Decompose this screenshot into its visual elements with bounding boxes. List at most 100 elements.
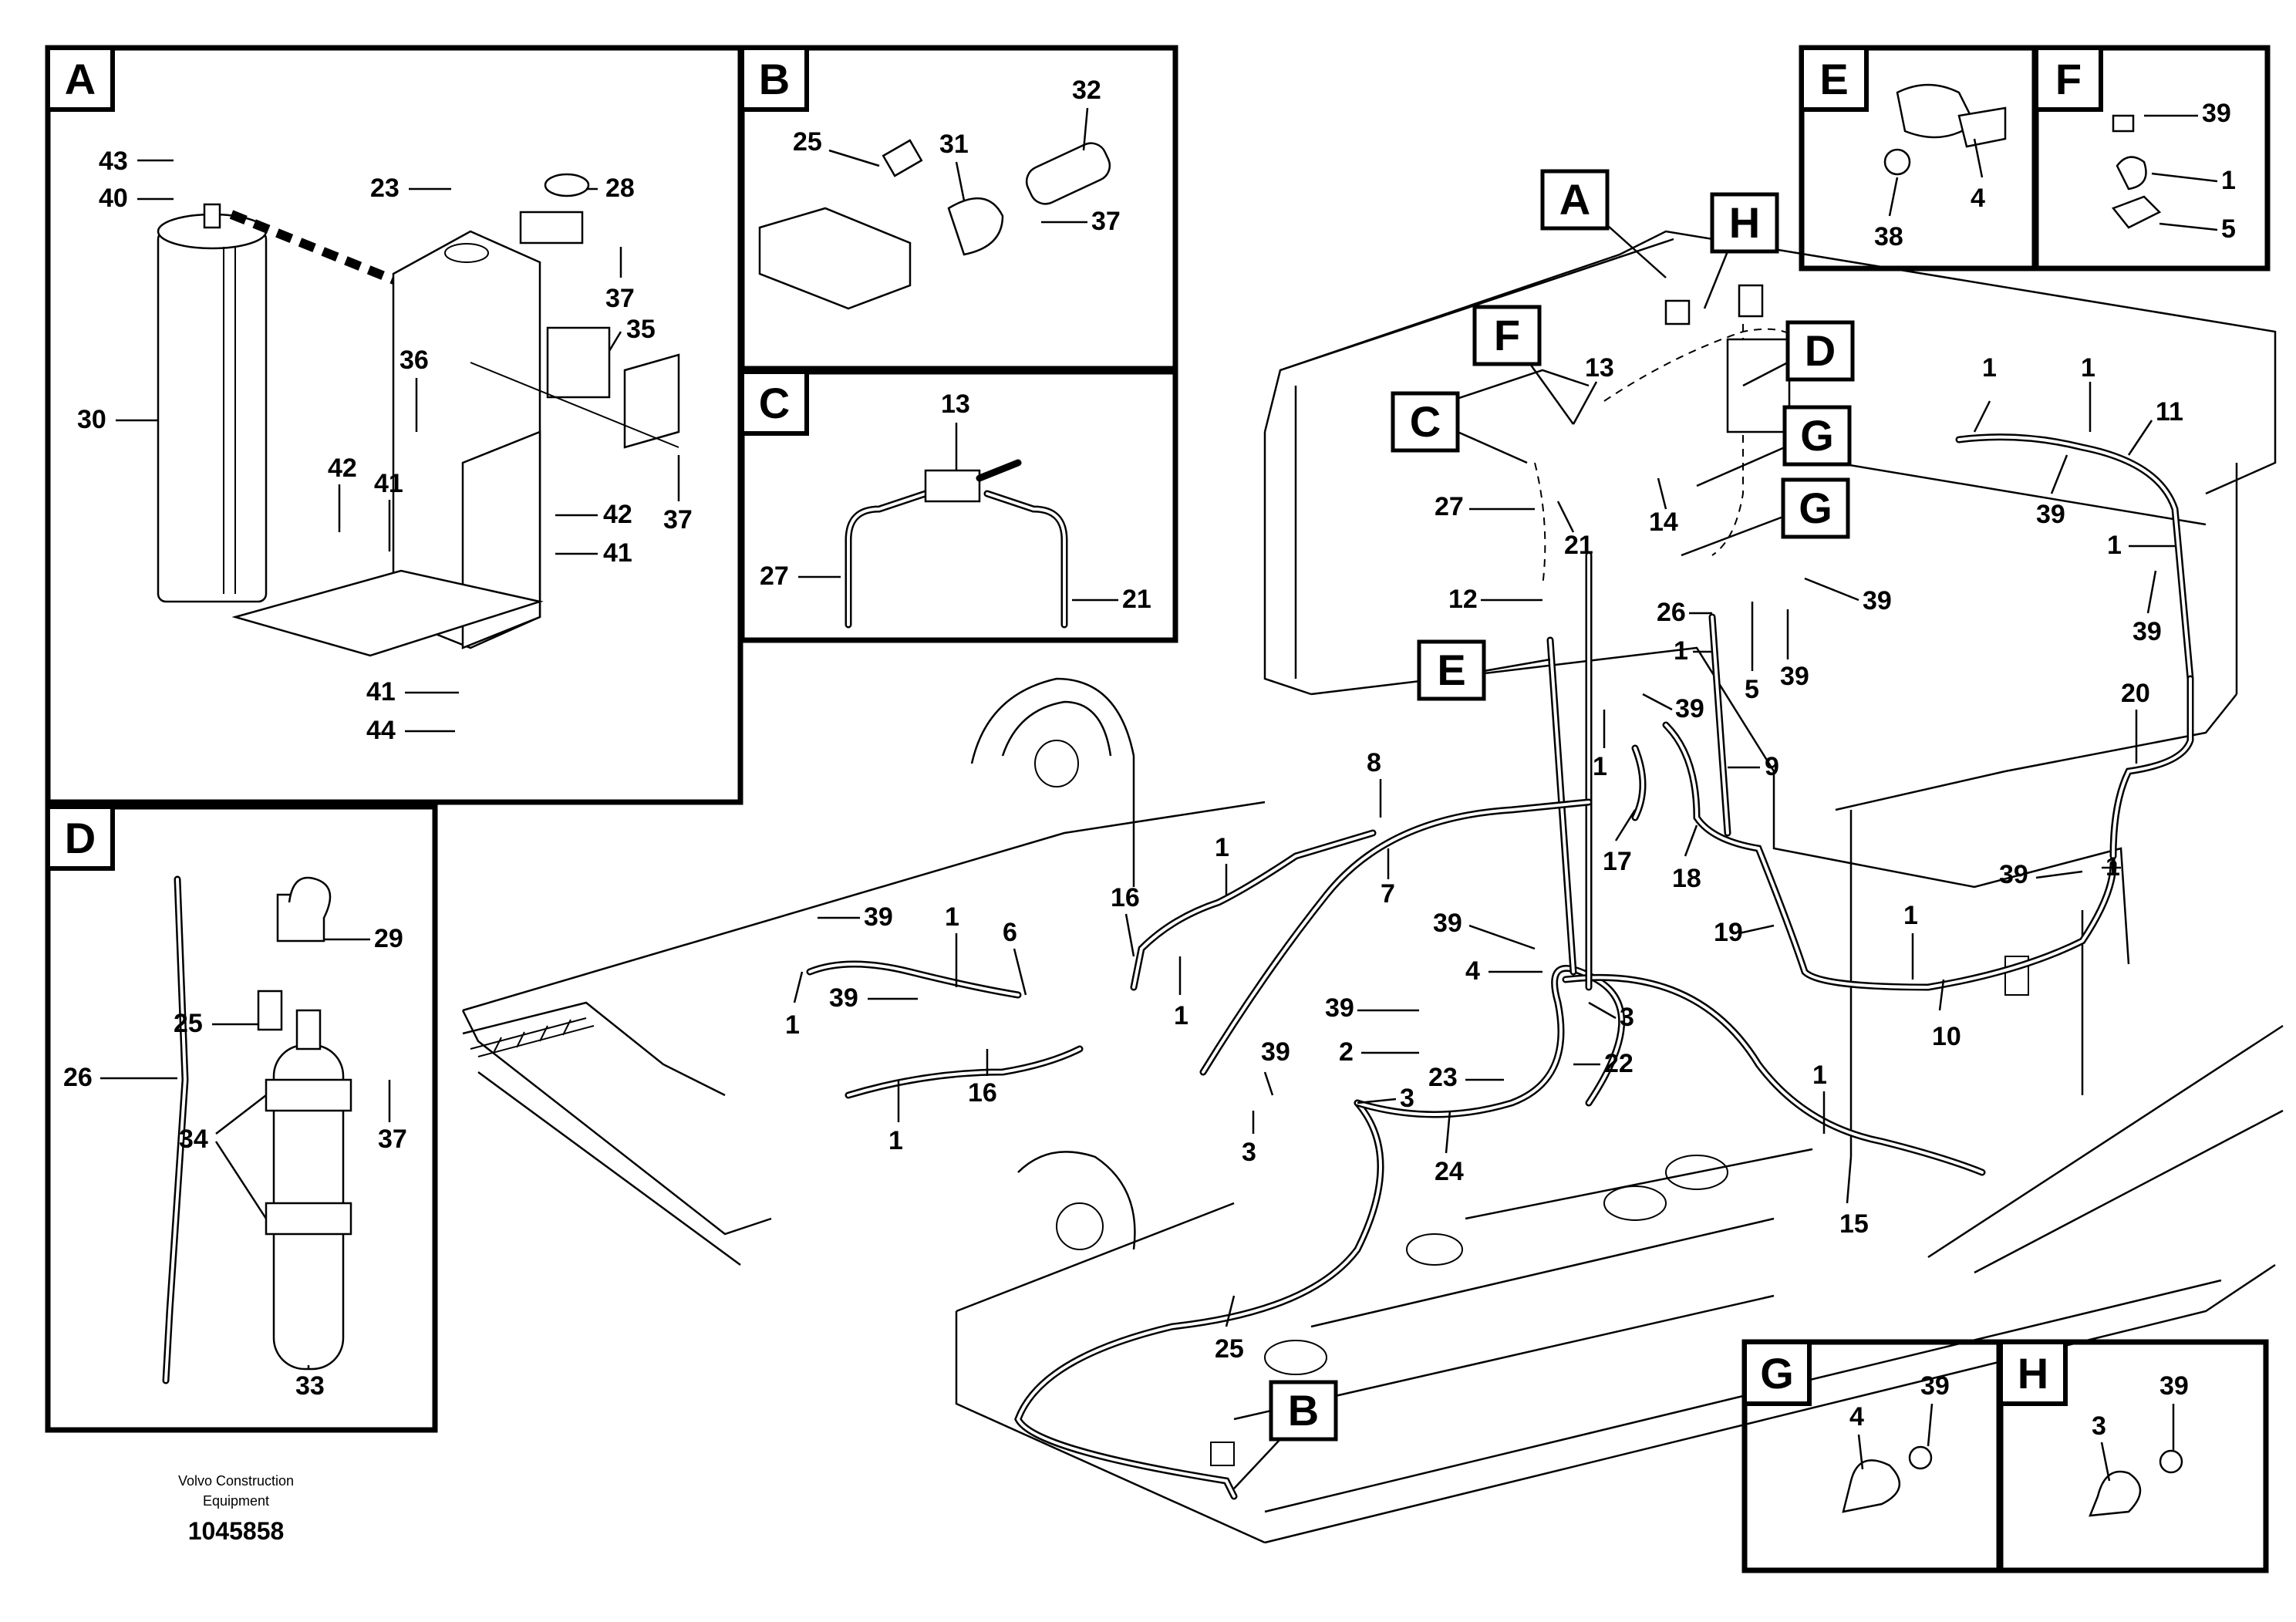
part-callout-number: 1: [1674, 636, 1688, 666]
part-callout-number: 31: [939, 130, 969, 159]
section-marker-b: B: [1233, 1380, 1338, 1489]
part-callout-number: 8: [1367, 748, 1381, 777]
part-callout-number: 13: [1585, 353, 1614, 383]
panel-f: F 39 1 5: [2033, 45, 2271, 271]
part-callout-number: 32: [1072, 76, 1101, 105]
section-markers: A H F D C G G: [1233, 169, 1855, 1489]
part-callout-number: 1: [1593, 752, 1607, 781]
section-marker-g-upper: G: [1696, 405, 1852, 487]
part-callout-number: 15: [1839, 1209, 1869, 1239]
part-callout-number: 39: [1675, 694, 1704, 723]
part-callout-number: 37: [1091, 207, 1121, 236]
part-callout-number: 3: [1242, 1138, 1256, 1167]
part-callout-number: 1: [1174, 1001, 1188, 1030]
section-marker-c: C: [1391, 391, 1528, 464]
section-letter: C: [1410, 397, 1441, 446]
part-callout-number: 23: [1428, 1063, 1458, 1092]
part-callout-number: 10: [1932, 1022, 1961, 1051]
part-callout-number: 42: [328, 454, 357, 483]
part-callout-number: 41: [374, 469, 403, 498]
part-callout-number: 38: [1874, 222, 1903, 251]
part-callout-number: 3: [2092, 1411, 2106, 1441]
panel-d: D 29 25 26 34 37 33: [45, 804, 438, 1433]
footer: Volvo Construction Equipment 1045858: [178, 1473, 294, 1545]
part-callout-number: 39: [2202, 99, 2231, 128]
section-marker-h: H: [1703, 192, 1779, 309]
section-letter: F: [2055, 55, 2082, 103]
part-callout-number: 1: [945, 902, 959, 932]
part-callout-number: 29: [374, 924, 403, 953]
section-letter: G: [1760, 1349, 1794, 1398]
part-callout-number: 16: [968, 1078, 997, 1108]
part-callout-number: 14: [1649, 508, 1678, 537]
section-marker-a: A: [1540, 169, 1667, 278]
section-marker-f: F: [1472, 305, 1575, 425]
part-callout-number: 44: [366, 716, 396, 745]
panel-c: C 13 27 21: [739, 369, 1178, 643]
panel-g: G 4 39: [1741, 1339, 2002, 1573]
section-letter: G: [1800, 411, 1834, 460]
part-callout-number: 25: [793, 127, 822, 157]
part-callout-number: 4: [1465, 956, 1480, 986]
part-callout-number: 5: [2221, 214, 2236, 244]
part-callout-number: 1: [1215, 833, 1229, 862]
section-letter: C: [759, 379, 790, 427]
part-callout-number: 36: [400, 346, 429, 375]
part-callout-number: 39: [1999, 860, 2028, 889]
part-callout-number: 41: [366, 677, 396, 706]
part-callout-number: 19: [1714, 918, 1743, 947]
part-callout-number: 39: [864, 902, 893, 932]
part-callout-number: 26: [63, 1063, 93, 1092]
part-callout-number: 1: [1812, 1061, 1827, 1090]
part-callout-number: 39: [1863, 586, 1892, 615]
part-callout-number: 30: [77, 405, 106, 434]
part-callout-number: 5: [1745, 675, 1759, 704]
section-letter: B: [759, 55, 790, 103]
part-callout-number: 16: [1111, 883, 1140, 912]
part-callout-number: 40: [99, 184, 128, 213]
panel-b: B 32 25 31 37: [739, 45, 1178, 372]
part-callout-number: 1: [2221, 166, 2236, 195]
part-callout-number: 42: [603, 500, 632, 529]
part-callout-number: 34: [179, 1125, 208, 1154]
part-callout-number: 1: [785, 1010, 800, 1040]
part-callout-number: 20: [2121, 679, 2150, 708]
part-callout-number: 18: [1672, 864, 1701, 893]
part-callout-number: 26: [1657, 598, 1686, 627]
part-callout-number: 3: [1620, 1003, 1634, 1032]
part-callout-number: 39: [1433, 909, 1462, 938]
section-letter: A: [65, 55, 96, 103]
part-callout-number: 39: [2132, 617, 2162, 646]
part-callout-number: 6: [1003, 918, 1017, 947]
part-callout-number: 35: [626, 315, 656, 344]
section-marker-e: E: [1417, 639, 1551, 701]
part-callout-number: 9: [1765, 752, 1779, 781]
company-name-line-2: Equipment: [203, 1493, 269, 1509]
section-marker-d: D: [1742, 320, 1855, 387]
part-callout-number: 3: [1400, 1084, 1414, 1113]
part-callout-number: 39: [1780, 662, 1809, 691]
company-name-line-1: Volvo Construction: [178, 1473, 294, 1489]
section-letter: A: [1559, 175, 1590, 224]
part-callout-number: 39: [2159, 1371, 2189, 1401]
section-letter: H: [2018, 1349, 2048, 1398]
part-callout-number: 12: [1448, 585, 1478, 614]
section-letter: H: [1729, 198, 1760, 247]
section-letter: E: [1437, 646, 1465, 694]
part-callout-number: 17: [1603, 847, 1632, 876]
section-letter: G: [1799, 484, 1832, 532]
part-callout-number: 1: [1903, 901, 1918, 930]
part-callout-number: 33: [295, 1371, 325, 1401]
part-callout-number: 37: [663, 505, 693, 534]
part-callout-number: 43: [99, 147, 128, 176]
part-callout-number: 23: [370, 174, 400, 203]
section-letter: D: [65, 814, 96, 862]
section-letter: E: [1819, 55, 1848, 103]
part-callout-number: 21: [1564, 531, 1593, 560]
part-callout-number: 21: [1122, 585, 1151, 614]
part-callout-number: 7: [1381, 879, 1395, 909]
part-callout-number: 41: [603, 538, 632, 568]
part-callout-number: 1: [1982, 353, 1997, 383]
part-callout-number: 39: [1261, 1037, 1290, 1067]
section-letter: F: [1494, 311, 1520, 359]
